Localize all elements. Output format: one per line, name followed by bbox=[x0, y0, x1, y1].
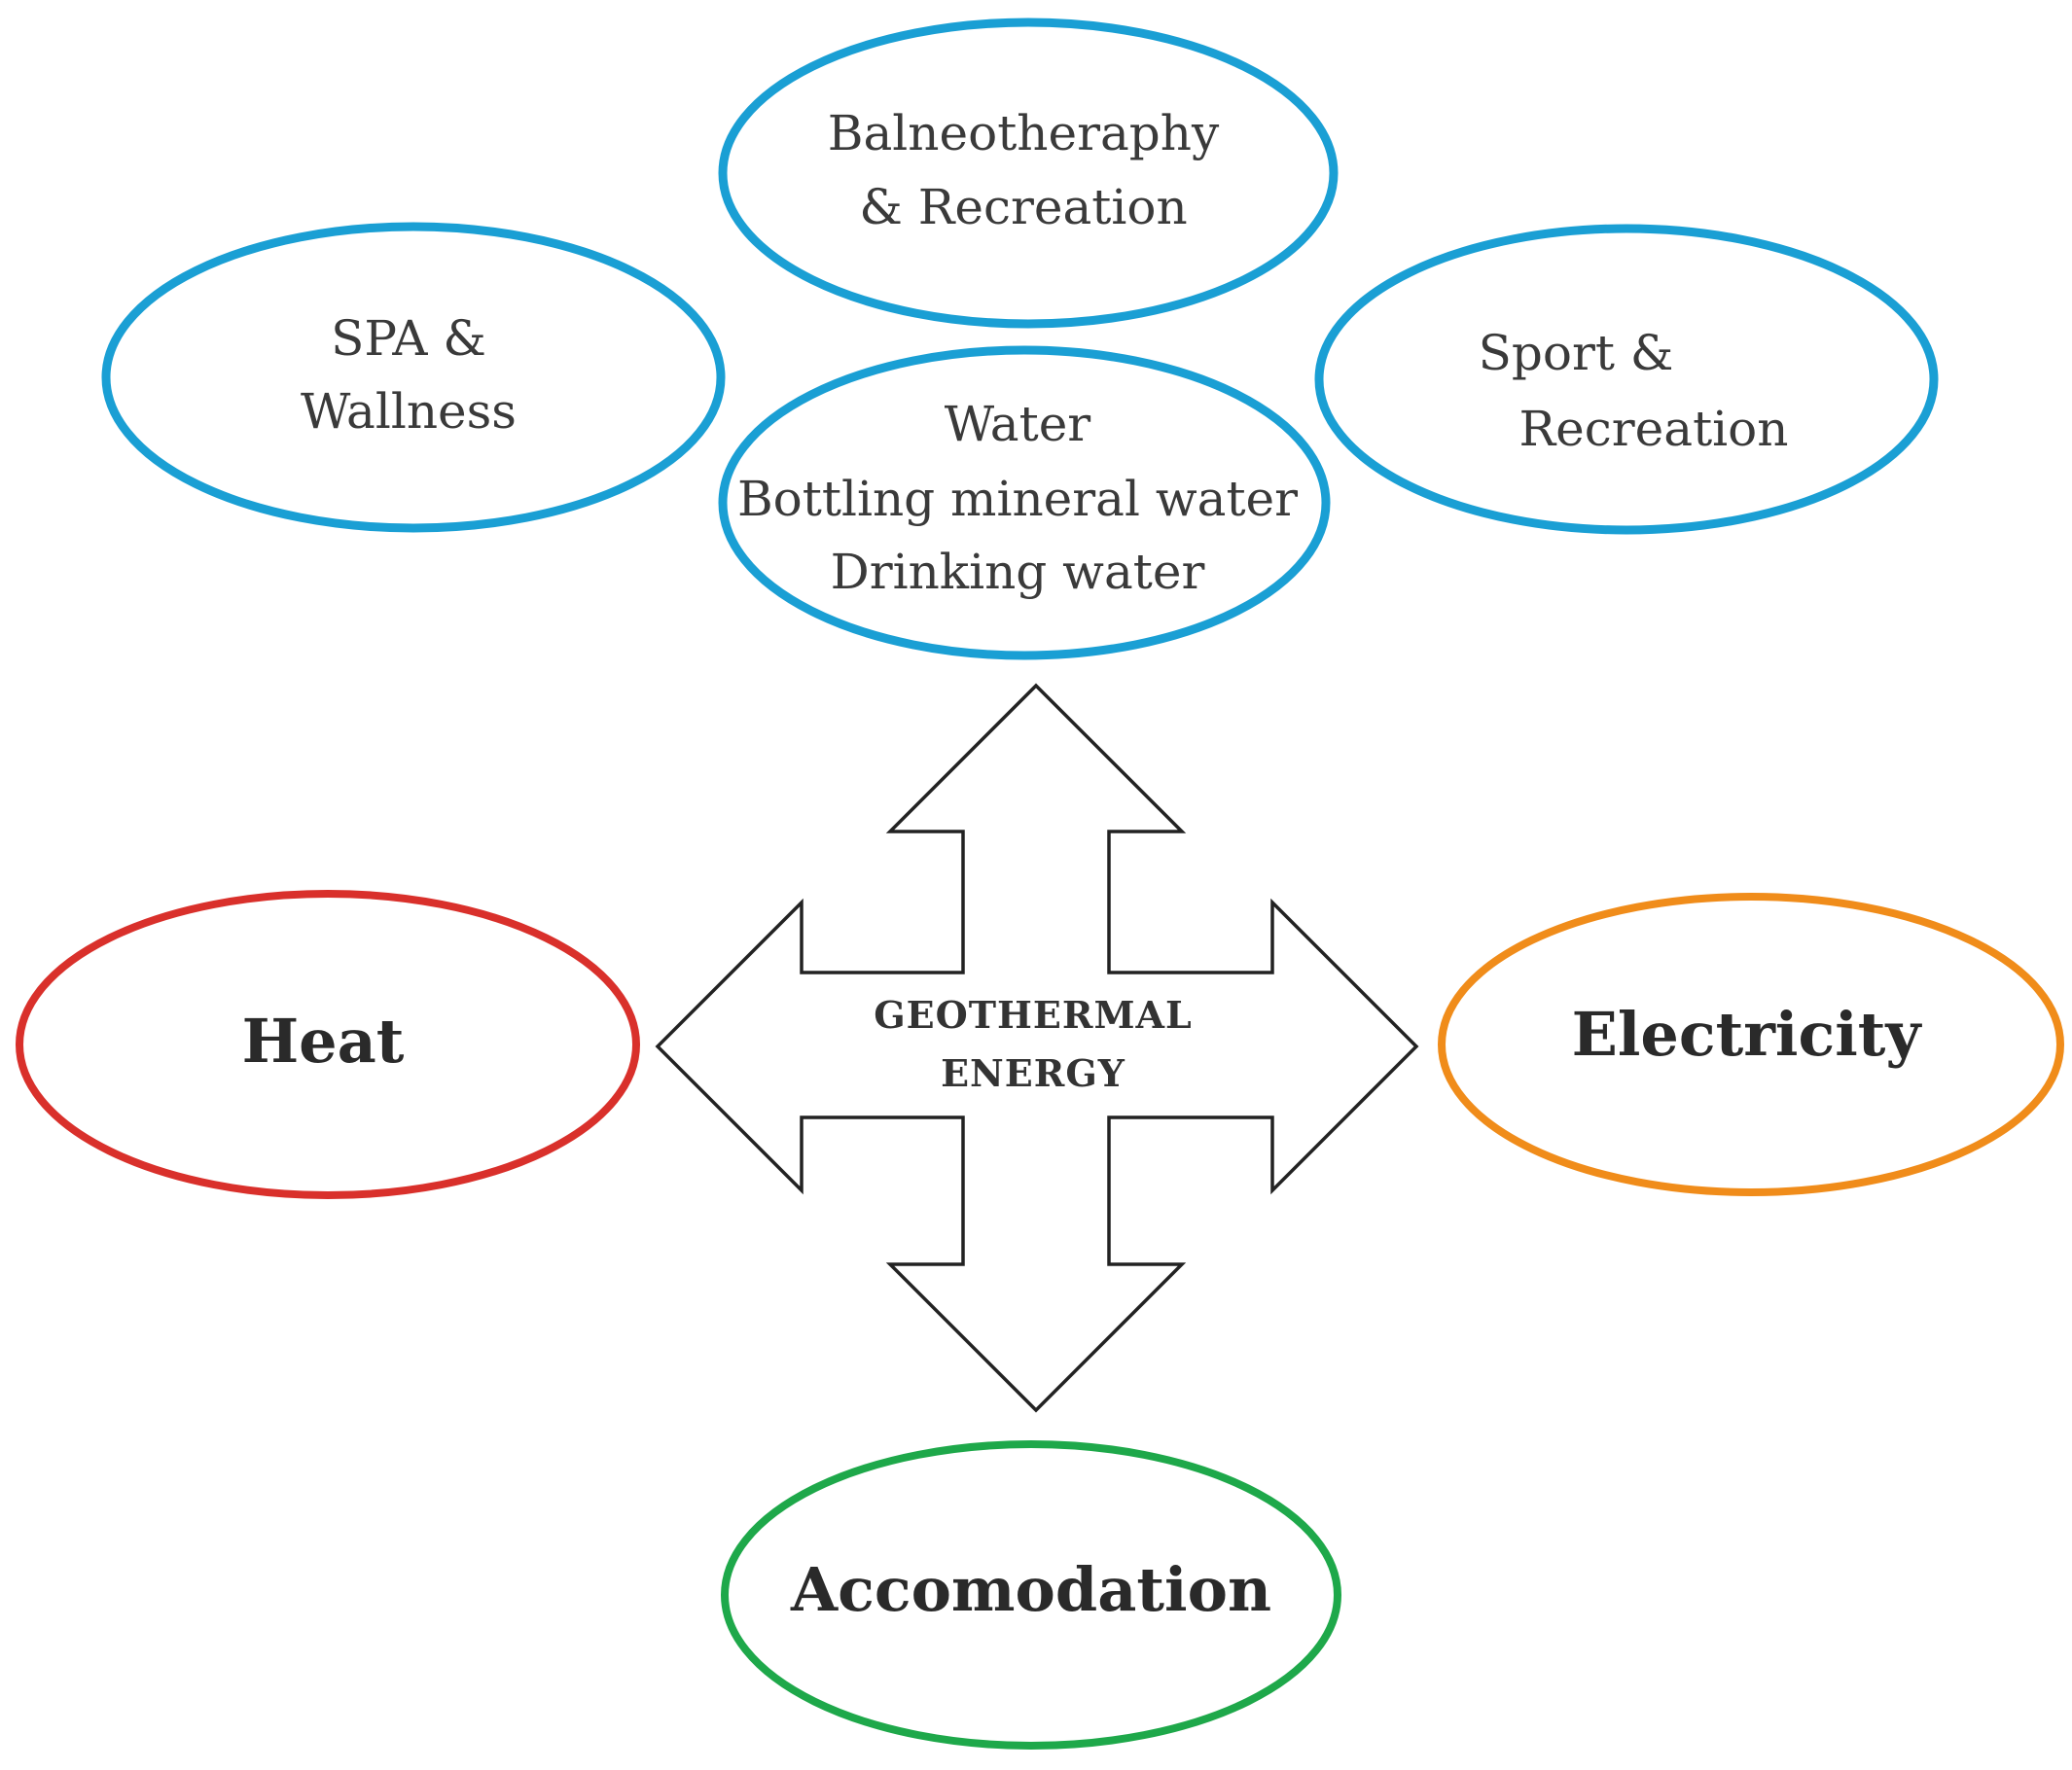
accomodation-label: Accomodation bbox=[790, 1554, 1271, 1625]
electricity-node: Electricity bbox=[1438, 893, 2064, 1196]
sport-label-line-2: Recreation bbox=[1519, 401, 1789, 457]
spa-node: SPA & Wallness bbox=[101, 222, 726, 533]
heat-node: Heat bbox=[16, 890, 640, 1199]
balneotherapy-node: Balneotheraphy & Recreation bbox=[718, 18, 1339, 329]
water-ellipse bbox=[718, 345, 1331, 660]
sport-node: Sport & Recreation bbox=[1314, 224, 1939, 535]
sport-label-line-1: Sport & bbox=[1479, 325, 1674, 381]
sport-ellipse bbox=[1314, 224, 1939, 535]
heat-ellipse bbox=[16, 890, 640, 1199]
four-way-arrow bbox=[655, 683, 1419, 1413]
spa-label-line-1: SPA & bbox=[331, 310, 486, 367]
spa-label-line-2: Wallness bbox=[301, 383, 517, 440]
accomodation-node: Accomodation bbox=[721, 1440, 1341, 1750]
spa-ellipse bbox=[101, 222, 726, 533]
balneotherapy-ellipse bbox=[718, 18, 1339, 329]
electricity-label: Electricity bbox=[1572, 999, 1923, 1070]
accomodation-ellipse bbox=[721, 1440, 1341, 1750]
electricity-ellipse bbox=[1438, 893, 2064, 1196]
water-label-line-3: Drinking water bbox=[831, 544, 1205, 600]
balneotherapy-label-line-1: Balneotheraphy bbox=[828, 105, 1220, 161]
center-label-line-2: ENERGY bbox=[941, 1051, 1125, 1095]
heat-label: Heat bbox=[242, 1006, 405, 1077]
water-label-line-2: Bottling mineral water bbox=[737, 471, 1298, 527]
water-node: Water Bottling mineral water Drinking wa… bbox=[718, 345, 1331, 660]
balneotherapy-label-line-2: & Recreation bbox=[859, 179, 1187, 235]
center-label-line-1: GEOTHERMAL bbox=[874, 993, 1193, 1037]
water-label-line-1: Water bbox=[945, 396, 1091, 452]
